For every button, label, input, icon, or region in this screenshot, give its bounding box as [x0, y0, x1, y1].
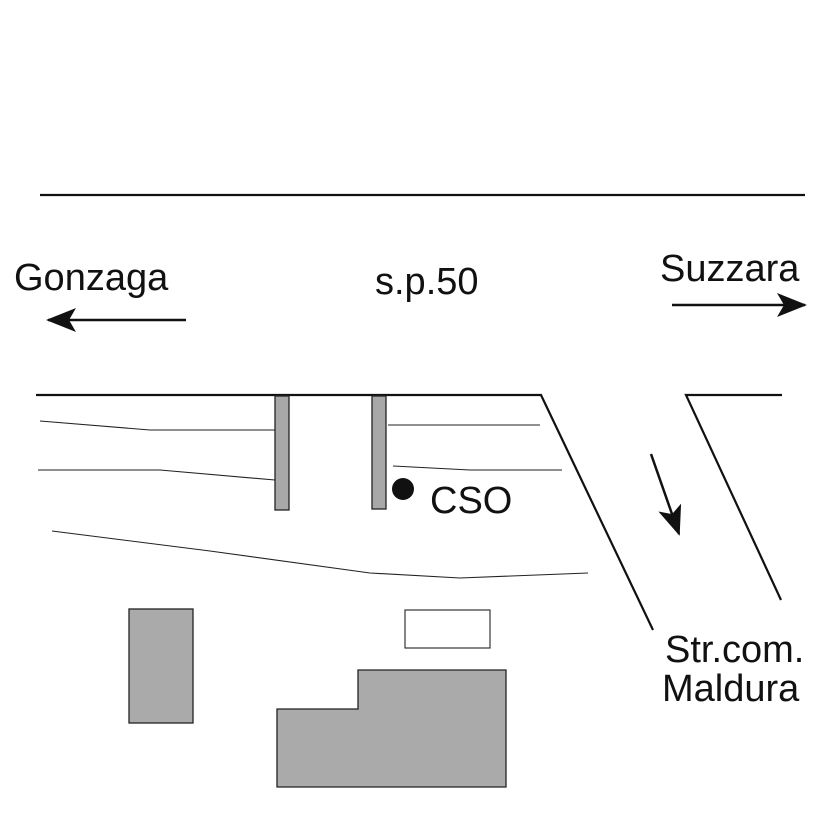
label-road-sp50: s.p.50 [375, 261, 479, 303]
label-gonzaga: Gonzaga [14, 257, 169, 299]
label-cso: CSO [430, 480, 512, 522]
label-side-street-line2: Maldura [662, 668, 800, 710]
post-east [371, 395, 387, 510]
parcel-line-4 [392, 465, 562, 471]
arrow-south-icon [649, 453, 682, 536]
label-side-street-line1: Str.com. [665, 629, 804, 671]
parcel-line-5 [51, 530, 589, 579]
cso-point-icon [392, 478, 414, 500]
building-outline-small [404, 609, 491, 649]
post-west [274, 395, 290, 511]
building-west [128, 608, 194, 724]
label-suzzara: Suzzara [660, 248, 800, 290]
parcel-line-1 [39, 420, 275, 431]
side-street-east-edge [684, 393, 782, 601]
parcel-line-3 [38, 469, 276, 481]
road-edge-south [36, 393, 654, 631]
building-main [276, 669, 507, 788]
